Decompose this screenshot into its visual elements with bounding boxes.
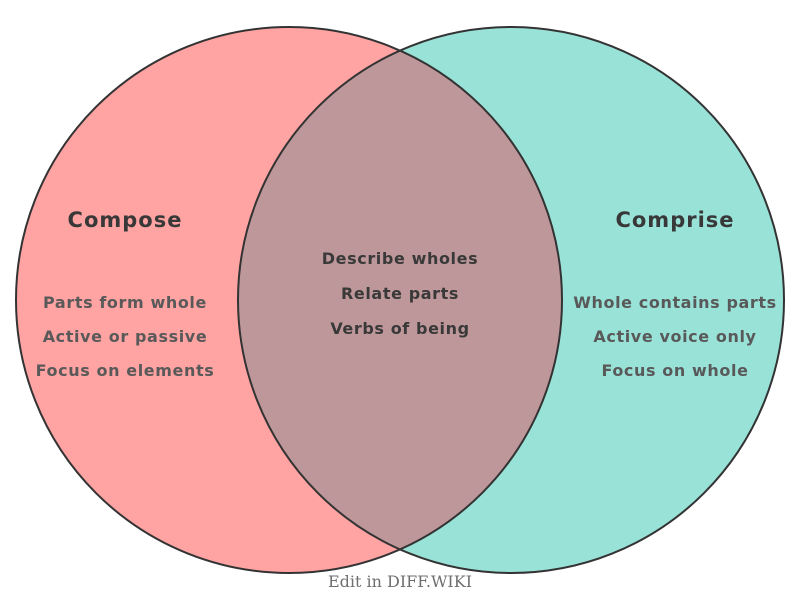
right-set-items: Whole contains parts Active voice only F… bbox=[550, 286, 800, 388]
left-set-title: Compose bbox=[67, 208, 183, 232]
intersection-item-3: Verbs of being bbox=[330, 319, 470, 338]
right-circle-outline bbox=[237, 26, 785, 574]
right-set-title: Comprise bbox=[615, 208, 735, 232]
right-item-2: Active voice only bbox=[593, 327, 757, 346]
left-item-2: Active or passive bbox=[42, 327, 208, 346]
intersection-fill bbox=[238, 27, 562, 573]
intersection-item-1: Describe wholes bbox=[321, 249, 479, 268]
left-item-1: Parts form whole bbox=[43, 293, 207, 312]
left-circle-outline bbox=[15, 26, 563, 574]
edit-link[interactable]: Edit in DIFF.WIKI bbox=[327, 572, 473, 591]
right-item-1: Whole contains parts bbox=[573, 293, 777, 312]
intersection-item-2: Relate parts bbox=[340, 284, 460, 303]
right-item-3: Focus on whole bbox=[601, 361, 749, 380]
left-set-items: Parts form whole Active or passive Focus… bbox=[0, 286, 250, 388]
left-item-3: Focus on elements bbox=[35, 361, 215, 380]
intersection-items: Describe wholes Relate parts Verbs of be… bbox=[280, 241, 520, 346]
